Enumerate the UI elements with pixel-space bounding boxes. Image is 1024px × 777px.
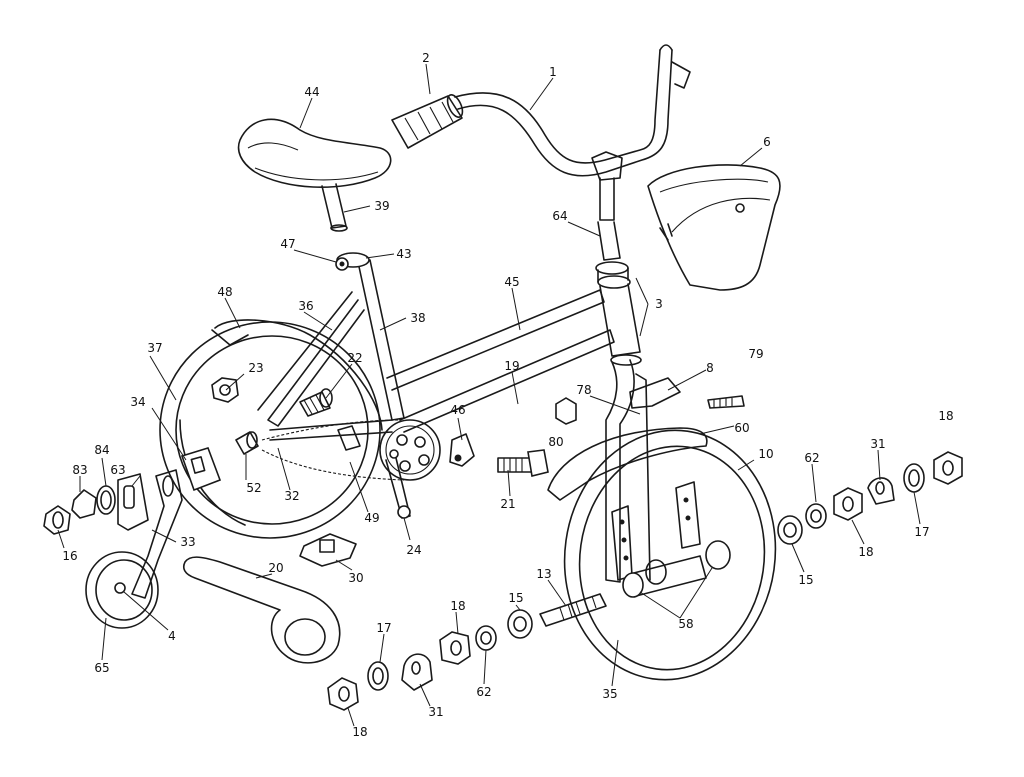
callout-65: 65 xyxy=(94,661,109,675)
seat xyxy=(237,118,392,188)
saddle-bag xyxy=(647,164,781,291)
chain-guard xyxy=(182,556,341,664)
callout-15-b: 15 xyxy=(798,573,813,587)
callout-18-d: 18 xyxy=(352,725,367,739)
callout-79: 79 xyxy=(748,347,763,361)
callout-6: 6 xyxy=(763,135,771,149)
callout-64: 64 xyxy=(552,209,567,223)
callout-31-a: 31 xyxy=(870,437,885,451)
callout-35: 35 xyxy=(602,687,617,701)
callout-62-a: 62 xyxy=(804,451,819,465)
callout-34: 34 xyxy=(130,395,145,409)
callout-84: 84 xyxy=(94,443,109,457)
front-hub xyxy=(622,540,731,598)
callout-2: 2 xyxy=(422,51,430,65)
front-hardware xyxy=(449,377,745,501)
rear-axle-hardware xyxy=(211,377,333,455)
callout-15-a: 15 xyxy=(508,591,523,605)
callout-80: 80 xyxy=(548,435,563,449)
right-hub-parts xyxy=(777,451,963,545)
callout-22: 22 xyxy=(347,351,362,365)
callout-24: 24 xyxy=(406,543,421,557)
seat-post xyxy=(321,183,348,232)
callout-58: 58 xyxy=(678,617,693,631)
callout-52: 52 xyxy=(246,481,261,495)
callout-32: 32 xyxy=(284,489,299,503)
callout-17-b: 17 xyxy=(376,621,391,635)
callout-13: 13 xyxy=(536,567,551,581)
callout-23: 23 xyxy=(248,361,263,375)
callout-17-a: 17 xyxy=(914,525,929,539)
callout-83: 83 xyxy=(72,463,87,477)
callout-47: 47 xyxy=(280,237,295,251)
training-wheel xyxy=(85,551,159,629)
callout-18-c: 18 xyxy=(450,599,465,613)
callout-36: 36 xyxy=(298,299,313,313)
callout-33: 33 xyxy=(180,535,195,549)
handlebar xyxy=(454,44,691,181)
callout-18-b: 18 xyxy=(858,545,873,559)
callout-62-b: 62 xyxy=(476,685,491,699)
callout-3: 3 xyxy=(655,297,663,311)
callout-46: 46 xyxy=(450,403,465,417)
drivetrain xyxy=(261,419,441,519)
callout-16: 16 xyxy=(62,549,77,563)
callout-48: 48 xyxy=(217,285,232,299)
callout-78: 78 xyxy=(576,383,591,397)
callout-44: 44 xyxy=(304,85,319,99)
callout-19: 19 xyxy=(504,359,519,373)
stem-headset xyxy=(595,177,642,366)
callout-21: 21 xyxy=(500,497,515,511)
front-axle-parts xyxy=(327,593,607,711)
callout-43: 43 xyxy=(396,247,411,261)
callout-37: 37 xyxy=(147,341,162,355)
callout-63: 63 xyxy=(110,463,125,477)
callout-39: 39 xyxy=(374,199,389,213)
callout-45: 45 xyxy=(504,275,519,289)
callout-38: 38 xyxy=(410,311,425,325)
callout-60: 60 xyxy=(734,421,749,435)
leader-lines xyxy=(57,63,921,727)
callout-49: 49 xyxy=(364,511,379,525)
callout-labels: 1 2 44 6 39 64 47 43 48 45 3 36 38 37 23… xyxy=(62,51,953,739)
pedal xyxy=(299,533,357,567)
front-wheel xyxy=(563,359,777,681)
callout-8: 8 xyxy=(706,361,714,375)
callout-18-a: 18 xyxy=(938,409,953,423)
callout-10: 10 xyxy=(758,447,773,461)
frame xyxy=(257,252,615,441)
handlebar-grip xyxy=(391,94,464,149)
callout-30: 30 xyxy=(348,571,363,585)
training-wheel-bracket xyxy=(43,447,222,599)
callout-4: 4 xyxy=(168,629,176,643)
callout-20: 20 xyxy=(268,561,283,575)
callout-31-b: 31 xyxy=(428,705,443,719)
callout-1: 1 xyxy=(549,65,557,79)
